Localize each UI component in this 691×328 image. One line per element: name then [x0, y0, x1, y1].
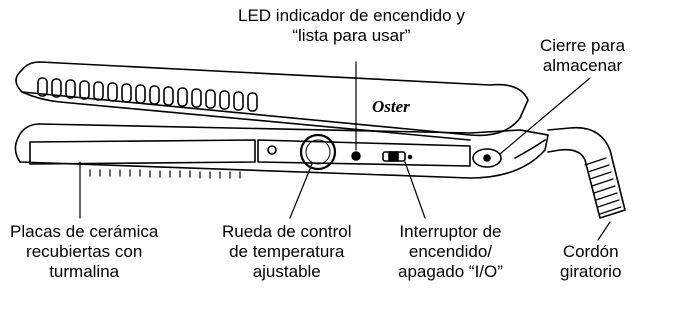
swivel-cord	[547, 126, 626, 219]
label-line: giratorio	[560, 262, 622, 281]
label-line: de temperatura	[229, 242, 345, 261]
lock-button	[472, 148, 502, 168]
label-line: Cierre para	[540, 36, 626, 55]
lower-arm	[14, 123, 549, 179]
lower-grip-ridges	[89, 169, 241, 179]
label-temperature-dial: Rueda de control de temperatura ajustabl…	[222, 222, 351, 282]
label-storage-lock: Cierre para almacenar	[540, 36, 625, 76]
label-line: ajustable	[252, 262, 321, 281]
upper-arm	[15, 61, 529, 137]
label-swivel-cord: Cordón giratorio	[560, 242, 621, 282]
label-line: Cordón	[562, 242, 619, 261]
label-line: recubiertas con	[26, 242, 143, 261]
led-indicator	[351, 151, 361, 161]
label-line: encendido/	[408, 242, 493, 261]
label-line: “lista para usar”	[292, 26, 411, 45]
screw	[267, 145, 277, 155]
label-led-indicator: LED indicador de encendido y “lista para…	[238, 6, 465, 46]
upper-grip-ridges	[37, 77, 258, 112]
label-ceramic-plates: Placas de cerámica recubiertas con turma…	[10, 222, 158, 282]
label-line: turmalina	[49, 262, 120, 281]
label-line: Placas de cerámica	[10, 222, 159, 241]
label-line: LED indicador de encendido y	[238, 6, 465, 25]
leader-lines	[79, 61, 611, 241]
cord-coil	[584, 157, 622, 215]
label-line: apagado “I/O”	[398, 262, 503, 281]
temperature-dial	[299, 133, 337, 171]
label-line: almacenar	[542, 56, 623, 75]
label-line: Rueda de control	[222, 222, 352, 241]
brand-logo: Oster	[372, 97, 410, 116]
label-power-switch: Interruptor de encendido/ apagado “I/O”	[398, 222, 503, 282]
ceramic-plate	[29, 139, 256, 165]
label-line: Interruptor de	[399, 222, 502, 241]
